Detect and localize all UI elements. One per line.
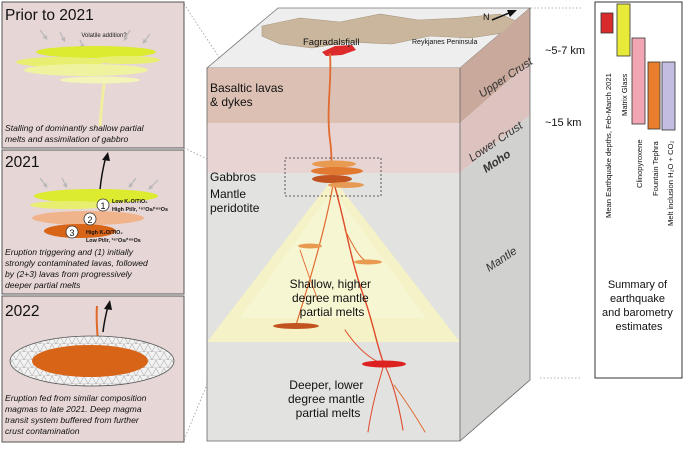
panel-prior-2021: Prior to 2021 Volatile addition? Stallin… [1,1,185,149]
prior-feeder [98,83,106,127]
lower-crust-side [460,62,530,173]
label-reykjanes: Reykjanes Peninsula [412,39,477,46]
caption-2022: Eruption fed from similar composition ma… [5,393,149,436]
block-diagram: Fagradalsfjall Reykjanes Peninsula N Upp… [205,7,536,442]
bar-fountain-tephra [647,61,661,130]
upper-crust-side [460,8,530,123]
prior-caption: Stalling of dominantly shallow partial m… [5,123,146,144]
bar-matrix-glass [616,3,631,57]
label-basalt: Basaltic lavas & dykes [210,81,287,109]
label-mantle-peridotite: Mantle peridotite [210,187,260,215]
marker-2: 2 [83,212,97,226]
bar-label-matrix-glass: Matrix Glass [620,74,629,116]
summary-panel: Mean Earthquake depths, Feb-March 2021 M… [594,1,683,379]
depth-label-lower: ~15 km [545,117,581,129]
mantle-side [460,115,530,441]
fagradalsfjall-lava [322,45,356,56]
marker-3: 3 [65,225,79,239]
bar-label-melt-inclusion: Melt inclusion H₂O + CO₂ [666,141,675,226]
svg-text:2: 2 [87,215,92,225]
melt-sills [273,160,406,368]
label-fagradalsfjall: Fagradalsfjall [303,37,360,48]
volatile-arrows [39,29,151,50]
svg-text:3: 3 [69,228,74,238]
panel-2022: 2022 Eruption fed from similar compositi… [1,295,185,443]
north-arrow [491,10,517,21]
label-shallow-melts: Shallow, higher degree mantle partial me… [290,277,375,319]
volatile-arrows-2021 [39,177,159,190]
marker-1: 1 [96,198,110,212]
panel-2021: 2021 1 2 3 Low K₂O/TiO₂ High [1,149,185,295]
label-gabbros: Gabbros [210,170,256,184]
bar-label-fountain-tephra: Fountain Tephra [651,140,660,196]
melt-zone-inner [240,190,426,318]
upper-crust-front [207,68,460,123]
bar-melt-inclusion [661,61,676,131]
label-marker-3: High K₂O/TiO₂ Low Pt/Ir, ¹⁸⁷Os/¹⁸⁸Os [86,230,141,244]
north-label: N [483,12,490,22]
magma-body-2022 [32,345,148,377]
panel-prior-title: Prior to 2021 [5,7,94,24]
bar-label-earthquake: Mean Earthquake depths, Feb-March 2021 [604,73,613,218]
depth-label-upper: ~5-7 km [545,45,585,57]
bar-clinopyroxene [631,37,646,125]
panel-2021-title: 2021 [5,154,39,171]
svg-text:1: 1 [100,201,105,211]
summary-caption: Summary of earthquake and barometry esti… [602,279,676,333]
label-deeper-melts: Deeper, lower degree mantle partial melt… [288,378,368,420]
volatile-annotation: Volatile addition? [81,33,127,39]
bar-earthquake-depths [600,12,614,34]
caption-2021: Eruption triggering and (1) initially st… [5,247,150,290]
focus-box [284,157,382,197]
label-marker-1: Low K₂O/TiO₂ High Pt/Ir, ¹⁸⁷Os/¹⁸⁸Os [112,199,168,213]
prior-sills [16,46,160,84]
bar-label-clinopyroxene: Clinopyroxene [635,139,644,188]
dyke-system [295,53,426,433]
panel-2022-title: 2022 [5,303,39,320]
